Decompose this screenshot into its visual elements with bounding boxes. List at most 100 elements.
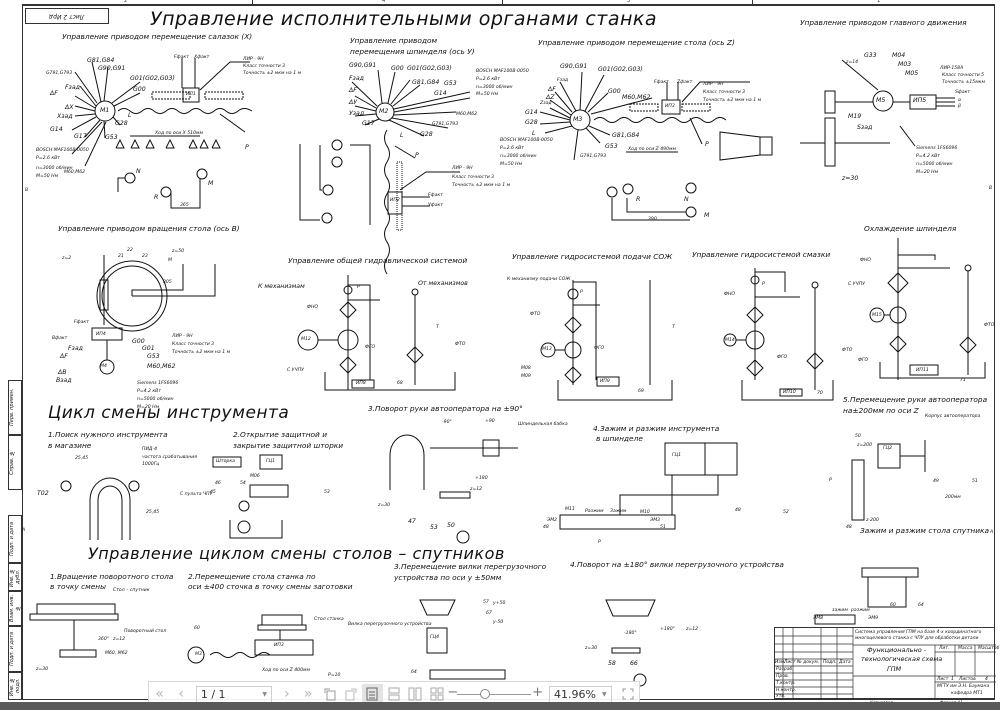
- main-title: Управление исполнительными органами стан…: [150, 8, 658, 30]
- hydraulic-general-schematic: [298, 275, 455, 390]
- system-description: Система управления ГПМ на базе 4-х коорд…: [855, 630, 982, 641]
- step-title: 2.Открытие защитной и: [233, 430, 328, 439]
- code-label: Zзад: [540, 101, 552, 106]
- motor-label: M2: [379, 108, 389, 115]
- hydraulic-label: M12: [301, 337, 311, 342]
- page-indicator: 1 / 1: [200, 687, 226, 701]
- pallet-label: Стол станка: [314, 617, 344, 622]
- next-page-button[interactable]: ›: [283, 686, 290, 702]
- code-label: M04: [892, 52, 906, 59]
- rotate-left-button[interactable]: [319, 684, 340, 704]
- sensor-label: 21: [118, 254, 124, 259]
- sensor-label: 22: [127, 248, 133, 253]
- code-label: Fзад: [557, 78, 569, 83]
- encoder-ip2-symbol: [388, 192, 402, 214]
- code-label: M19: [848, 113, 862, 120]
- tool-label: z-200: [866, 518, 879, 523]
- title-block-grid: [775, 628, 996, 700]
- feedback-label: Fфакт: [74, 320, 89, 325]
- lubrication-label: ИП10: [783, 390, 796, 395]
- pallet-label: ЭМ9: [868, 616, 879, 621]
- zoom-in-button[interactable]: +: [532, 685, 543, 700]
- feedback-label: Fфакт: [174, 55, 189, 60]
- encoder-label: ИП1: [186, 92, 196, 97]
- previous-page-button[interactable]: ‹: [178, 686, 184, 702]
- two-page-view-button[interactable]: [405, 684, 426, 704]
- tool-label: Шпиндельная бабка: [518, 422, 568, 427]
- two-page-icon: [408, 687, 422, 701]
- code-label: G81,G84: [612, 132, 640, 139]
- motor-spec: n=3000 об/мин: [36, 166, 73, 171]
- continuous-pages-icon: [388, 687, 400, 701]
- zoom-slider-handle[interactable]: [479, 689, 490, 699]
- pallet-label: 66: [630, 660, 638, 667]
- tool-label: 25,45: [75, 456, 89, 461]
- cooling-label: M15: [872, 313, 882, 318]
- motor-spec: BOSCH MAF100B-0050: [500, 138, 553, 143]
- cooling-label: ФТО: [984, 323, 995, 328]
- lubrication-label: ФТО: [842, 348, 853, 353]
- code-label: G53: [444, 80, 457, 87]
- motor-label: M3: [573, 116, 583, 123]
- tool-label: 47: [408, 518, 416, 525]
- two-page-continuous-button[interactable]: [426, 684, 447, 704]
- feedback-label: Уфакт: [428, 203, 443, 208]
- code-label: G00: [391, 65, 404, 72]
- code-label: Fзад: [68, 345, 83, 352]
- encoder-spec: ЛИР - 9Н: [172, 334, 193, 339]
- tool-label: ЭМ3: [650, 518, 661, 523]
- page-selector[interactable]: 1 / 1 ▼: [195, 685, 273, 703]
- gear-label: z=30: [842, 175, 859, 182]
- output-label: α: [958, 98, 962, 103]
- zoom-level-select[interactable]: 41.96% ▼: [549, 685, 612, 703]
- single-page-icon: [366, 687, 378, 701]
- pallet-label: ГЦ4: [430, 635, 440, 640]
- first-page-button[interactable]: «: [155, 686, 164, 702]
- point-label: M: [208, 180, 214, 187]
- dimension-label: 390: [648, 217, 657, 222]
- pallet-label: Вилка перегрузочного устройства: [348, 622, 432, 627]
- feedback-label: Fфакт: [654, 80, 669, 85]
- zone-letter: А: [22, 528, 26, 533]
- code-label: G90,G91: [560, 63, 588, 70]
- tool-label: 25,45: [146, 510, 160, 515]
- tool-label: z=12: [470, 487, 483, 492]
- code-label: G14: [525, 109, 538, 116]
- code-label: M60,M62: [622, 94, 651, 101]
- tool-label: С пульта ЧПУ: [180, 492, 213, 497]
- row-label: Утв.: [776, 694, 786, 699]
- motor-label: M5: [876, 97, 886, 104]
- continuous-view-button[interactable]: [383, 684, 404, 704]
- rotate-right-button[interactable]: [340, 684, 361, 704]
- col-header: Подп.: [823, 660, 837, 665]
- last-page-button[interactable]: »: [303, 686, 313, 702]
- motor-m3-pallet-symbol: [188, 647, 204, 663]
- lubrication-label: ФГО: [777, 355, 788, 360]
- point-label: N: [684, 196, 689, 203]
- point-label: M: [168, 258, 172, 263]
- step-title: устройства по оси у ±50мм: [394, 573, 502, 582]
- code-label: G90,G91: [349, 62, 377, 69]
- single-page-view-button[interactable]: [361, 684, 384, 704]
- zone-number: 3: [627, 0, 631, 4]
- zoom-out-button[interactable]: −: [447, 685, 459, 700]
- pallet-change-schematic: [30, 568, 918, 686]
- feedback-label: Bфакт: [52, 336, 68, 341]
- rotate-left-icon: [324, 688, 336, 701]
- zone-number: 1: [877, 0, 881, 4]
- tool-label: 54: [240, 481, 246, 486]
- code-label: ΔF: [50, 90, 58, 97]
- encoder-ip3-symbol: [662, 100, 680, 114]
- cylinder-gc1-symbol: [665, 443, 705, 475]
- section-title-y-axis: перемещения шпинделя (ось У): [350, 47, 475, 56]
- tool-label: частота срабатывания: [142, 455, 197, 460]
- fullscreen-button[interactable]: [618, 684, 639, 704]
- sheet-label: Лист: [937, 677, 949, 682]
- zoom-slider[interactable]: − +: [447, 685, 543, 702]
- code-label: G00: [132, 338, 145, 345]
- section-title-z-axis: Управление приводом перемещение стола (о…: [538, 38, 735, 47]
- code-label: G90,G91: [98, 65, 126, 72]
- pallet-label: 360°: [98, 637, 110, 642]
- code-label: G01: [142, 345, 155, 352]
- step-title: Зажим и разжим стола спутника: [860, 526, 990, 535]
